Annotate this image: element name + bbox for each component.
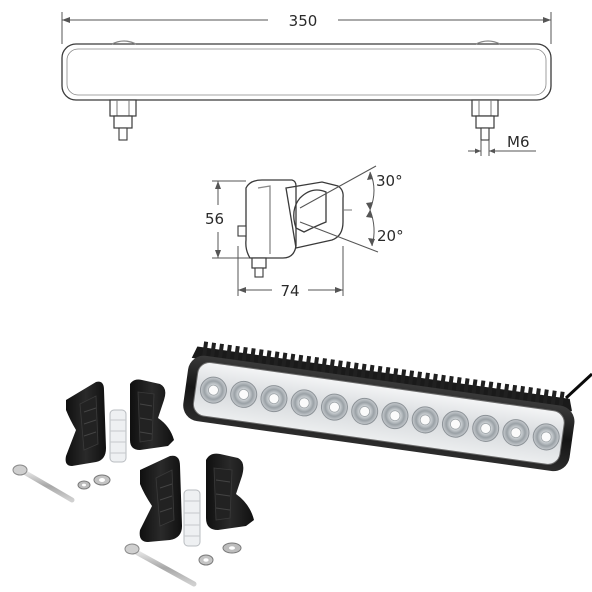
heatsink-fin <box>455 377 462 392</box>
side-housing-outline <box>245 179 297 259</box>
led-2 <box>230 380 258 408</box>
heatsink-fin <box>376 365 383 381</box>
led-11 <box>502 419 530 447</box>
washer-lower <box>222 542 242 554</box>
heatsink-fin <box>257 349 264 364</box>
heatsink-fin <box>360 363 367 379</box>
led-4 <box>290 389 318 417</box>
width-dimension: 350 <box>61 12 552 44</box>
bracket-left-upper <box>65 381 106 466</box>
front-view-drawing: 350 M6 <box>61 12 552 156</box>
spacer-stack-lower <box>183 489 201 547</box>
heatsink-fin <box>503 383 510 399</box>
led-5 <box>320 393 348 421</box>
heatsink-fin <box>439 374 446 390</box>
bracket-left-lower <box>139 455 182 542</box>
heatsink-fin <box>281 352 288 367</box>
bar-outline <box>61 43 552 101</box>
heatsink-fin <box>328 359 335 374</box>
led-7 <box>381 402 409 430</box>
thread-dimension: M6 <box>468 133 536 156</box>
heatsink-fin <box>233 345 240 361</box>
heatsink-fin <box>384 367 391 382</box>
heatsink-fin <box>210 342 217 357</box>
heatsink-fin <box>519 385 526 401</box>
heatsink-fin <box>416 371 423 386</box>
nut-lower <box>198 554 214 566</box>
heatsink-fin <box>534 388 541 403</box>
height-dimension: 56 <box>205 180 250 259</box>
led-8 <box>411 406 439 434</box>
heatsink-fin <box>511 384 518 400</box>
led-row <box>199 376 560 451</box>
led-1 <box>199 376 227 404</box>
heatsink-fin <box>305 355 312 371</box>
heatsink-fin <box>424 372 430 387</box>
heatsink-fin <box>408 370 415 385</box>
heatsink-fin <box>313 356 320 372</box>
led-12 <box>532 423 560 451</box>
heatsink-fin <box>479 380 486 395</box>
washer-upper <box>77 480 91 490</box>
right-mount-stud <box>471 99 499 141</box>
bolt-lower <box>124 543 197 587</box>
bar-lens <box>192 361 565 465</box>
heatsink-fin <box>487 381 494 396</box>
heatsink-fin <box>321 358 327 373</box>
bolt-upper <box>12 464 75 503</box>
side-view-drawing: 56 30° 20° <box>205 165 404 300</box>
thread-label: M6 <box>507 133 530 151</box>
height-label: 56 <box>205 210 224 228</box>
heatsink-fin <box>225 344 232 360</box>
heatsink-fin <box>352 362 359 377</box>
mounting-kit <box>12 379 254 587</box>
tilt-down-label: 20° <box>377 227 404 245</box>
arrow-left-icon <box>62 17 70 23</box>
led-9 <box>441 410 469 438</box>
heatsink-fin <box>265 350 272 365</box>
arrow-right-icon <box>543 17 551 23</box>
heatsink-fin <box>344 361 351 376</box>
bracket-right-lower <box>206 453 254 530</box>
heatsink-fin <box>202 341 209 356</box>
led-10 <box>472 414 500 442</box>
heatsink-fin <box>558 391 565 406</box>
heatsink-fin <box>400 369 407 384</box>
nut-upper <box>93 474 111 486</box>
heatsink-fin <box>447 375 454 391</box>
heatsink-fin <box>392 368 399 383</box>
heatsink-fin <box>550 390 557 405</box>
heatsink-fin <box>495 382 502 398</box>
depth-label: 74 <box>280 282 299 300</box>
heatsink-fins <box>202 341 565 406</box>
bracket-right-upper <box>130 379 174 450</box>
led-3 <box>260 385 288 413</box>
side-bracket-outline <box>285 181 344 249</box>
spacer-stack-upper <box>109 409 127 463</box>
led-bar-photo <box>183 341 592 472</box>
tilt-angle-indicators: 30° 20° <box>299 165 404 253</box>
led-6 <box>351 397 379 425</box>
heatsink-fin <box>218 343 224 359</box>
heatsink-fin <box>542 389 549 404</box>
heatsink-fin <box>289 353 296 369</box>
heatsink-fin <box>336 360 343 375</box>
heatsink-fin <box>368 364 375 380</box>
heatsink-fin <box>249 348 256 363</box>
heatsink-fin <box>297 354 304 370</box>
bar-inner-outline <box>66 48 547 96</box>
tilt-up-label: 30° <box>376 172 403 190</box>
depth-dimension: 74 <box>237 246 344 300</box>
heatsink-fin <box>273 351 280 366</box>
width-label: 350 <box>289 12 318 30</box>
heatsink-fin <box>431 373 438 389</box>
heatsink-fin <box>463 378 470 393</box>
left-mount-stud <box>109 99 137 141</box>
power-cable <box>564 372 592 400</box>
heatsink-fin <box>471 379 478 394</box>
heatsink-fin <box>527 387 533 402</box>
heatsink-fin <box>241 346 248 362</box>
